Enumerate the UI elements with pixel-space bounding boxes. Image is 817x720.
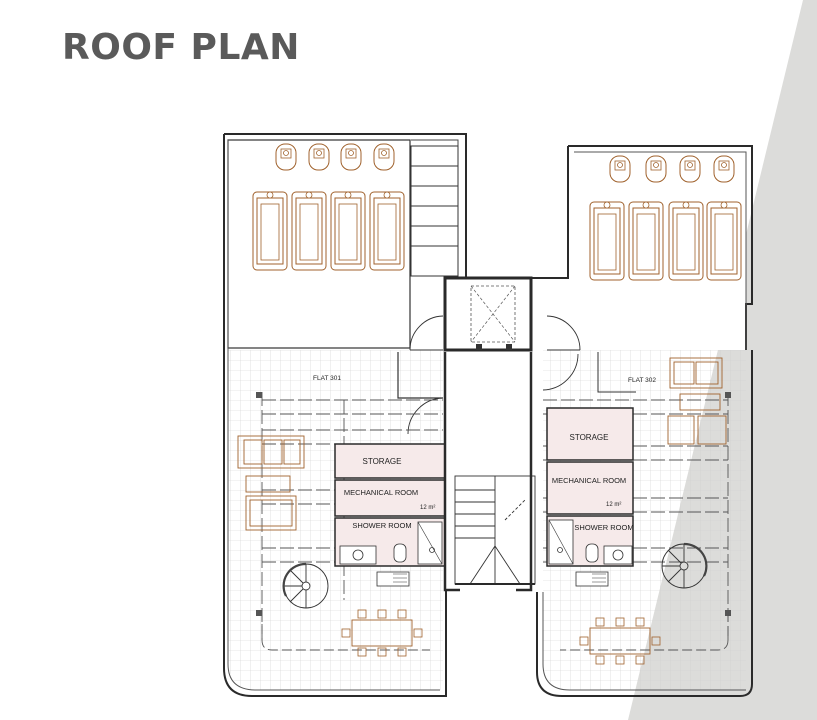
page-title: ROOF PLAN [62, 27, 300, 68]
lift-shaft-icon [470, 285, 516, 350]
spiral-stair-icon [282, 562, 329, 609]
sofa-icon [237, 435, 305, 531]
dining-table-icon [341, 609, 423, 657]
dining-table-icon [579, 617, 661, 665]
right-roof-terrace: FLAT 302 STORAGE MECHANICAL ROOM 12 m² S… [531, 145, 753, 697]
mechanical-room-area: 12 m² [420, 505, 435, 511]
mechanical-room-area: 12 m² [606, 502, 621, 508]
left-service-core [334, 443, 446, 587]
flat-301-label: FLAT 301 [313, 375, 341, 382]
sofa-icon [667, 357, 727, 445]
left-roof-terrace: FLAT 301 STORAGE MECHANICAL ROOM 12 m² S… [223, 133, 467, 697]
spiral-stair-icon [661, 542, 708, 589]
shower-room-label: SHOWER ROOM [352, 521, 411, 530]
flat-302-label: FLAT 302 [628, 377, 656, 384]
shower-room-label: SHOWER ROOM [574, 523, 633, 532]
mechanical-room-label: MECHANICAL ROOM [344, 488, 418, 497]
mechanical-room-label: MECHANICAL ROOM [552, 476, 626, 485]
right-service-core [546, 407, 634, 587]
stair-icon [410, 145, 459, 277]
storage-label: STORAGE [570, 433, 609, 442]
stair-icon [454, 475, 536, 585]
storage-label: STORAGE [363, 457, 402, 466]
central-core [443, 276, 536, 592]
